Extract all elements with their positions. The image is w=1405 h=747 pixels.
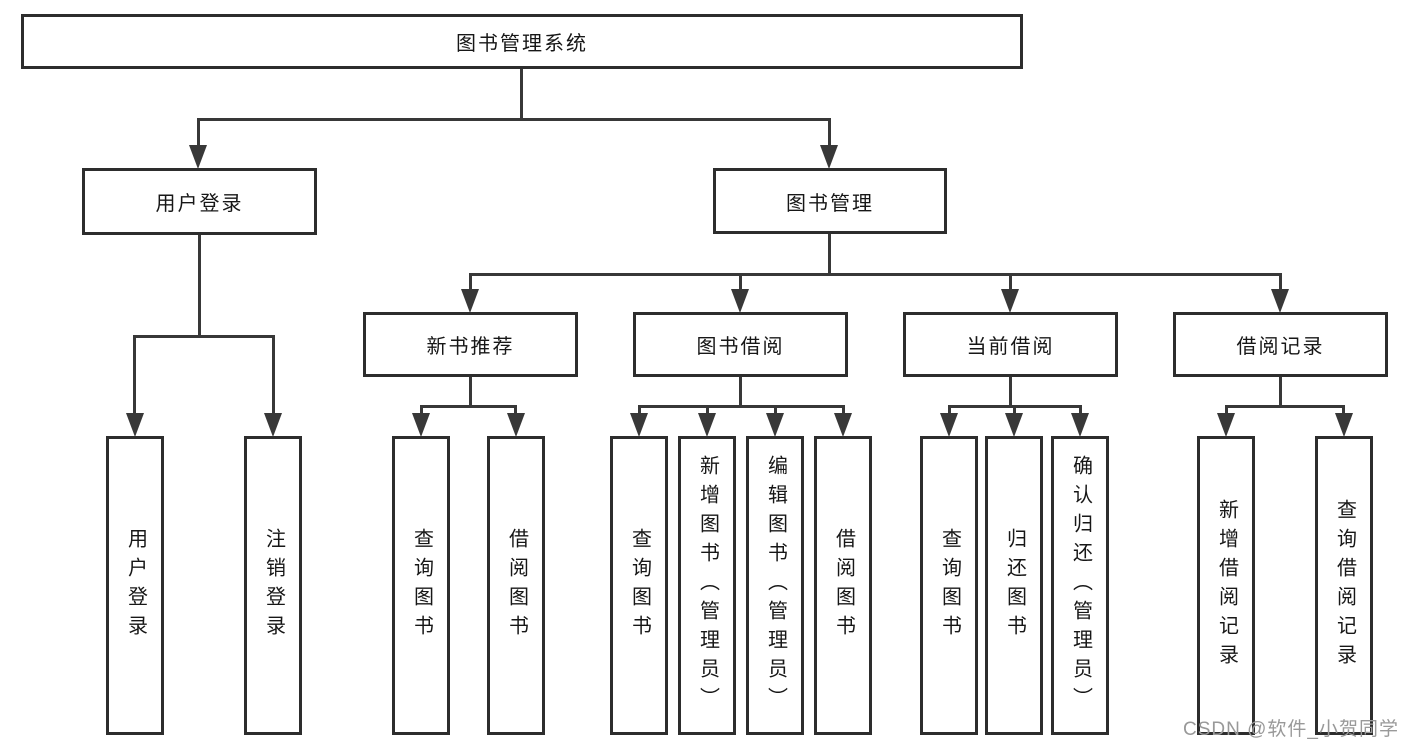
connector-branch [948, 405, 951, 415]
leaf-borrow-query-books: 查询图书 [610, 436, 668, 735]
node-root-system: 图书管理系统 [21, 14, 1023, 69]
connector-branch [1342, 405, 1345, 415]
arrow-down-icon [698, 413, 716, 437]
connector-userlogin-span [133, 335, 275, 338]
arrow-down-icon [630, 413, 648, 437]
arrow-down-icon [1005, 413, 1023, 437]
csdn-watermark: CSDN @软件_小贺同学 [1183, 719, 1399, 740]
connector-root-stem [520, 69, 523, 118]
arrow-down-icon [1271, 289, 1289, 313]
leaf-newbook-query-books: 查询图书 [392, 436, 450, 735]
connector-bookmgmt-stem [828, 234, 831, 273]
connector-newbooks-span [420, 405, 517, 408]
connector-to-book-mgmt [828, 118, 831, 148]
leaf-return-books: 归还图书 [985, 436, 1043, 735]
connector-branch [842, 405, 845, 415]
leaf-borrow-books: 借阅图书 [814, 436, 872, 735]
arrow-down-icon [189, 145, 207, 169]
arrow-down-icon [820, 145, 838, 169]
connector-branch [1279, 273, 1282, 290]
connector-branch [469, 273, 472, 290]
connector-branch [1009, 273, 1012, 290]
leaf-edit-books-admin: 编辑图书（管理员） [746, 436, 804, 735]
connector-branch [272, 335, 275, 414]
connector-newbooks-stem [469, 377, 472, 406]
leaf-add-borrow-record: 新增借阅记录 [1197, 436, 1255, 735]
connector-currentborrow-stem [1009, 377, 1012, 406]
node-user-login: 用户登录 [82, 168, 317, 235]
connector-branch [514, 405, 517, 415]
connector-branch [1079, 405, 1082, 415]
connector-bookborrow-stem [739, 377, 742, 406]
leaf-user-login: 用户登录 [106, 436, 164, 735]
node-current-borrowing: 当前借阅 [903, 312, 1118, 377]
arrow-down-icon [1001, 289, 1019, 313]
arrow-down-icon [461, 289, 479, 313]
arrow-down-icon [834, 413, 852, 437]
connector-bookmgmt-span [469, 273, 1282, 276]
connector-to-user-login [197, 118, 200, 148]
leaf-query-borrow-record: 查询借阅记录 [1315, 436, 1373, 735]
connector-branch [1225, 405, 1228, 415]
connector-branch [739, 273, 742, 290]
arrow-down-icon [766, 413, 784, 437]
node-book-borrowing: 图书借阅 [633, 312, 848, 377]
arrow-down-icon [731, 289, 749, 313]
arrow-down-icon [1071, 413, 1089, 437]
connector-root-span [197, 118, 831, 121]
arrow-down-icon [1217, 413, 1235, 437]
leaf-logout: 注销登录 [244, 436, 302, 735]
connector-borrowrecords-stem [1279, 377, 1282, 406]
connector-branch [706, 405, 709, 415]
arrow-down-icon [126, 413, 144, 437]
arrow-down-icon [507, 413, 525, 437]
arrow-down-icon [412, 413, 430, 437]
connector-branch [638, 405, 641, 415]
leaf-confirm-return-admin: 确认归还（管理员） [1051, 436, 1109, 735]
connector-branch [774, 405, 777, 415]
connector-bookborrow-span [638, 405, 844, 408]
arrow-down-icon [1335, 413, 1353, 437]
leaf-current-query-books: 查询图书 [920, 436, 978, 735]
connector-branch [133, 335, 136, 414]
arrow-down-icon [940, 413, 958, 437]
connector-userlogin-stem [198, 235, 201, 335]
connector-branch [1013, 405, 1016, 415]
node-borrow-records: 借阅记录 [1173, 312, 1388, 377]
connector-branch [420, 405, 423, 415]
arrow-down-icon [264, 413, 282, 437]
node-book-management: 图书管理 [713, 168, 947, 234]
connector-borrowrecords-span [1225, 405, 1345, 408]
leaf-newbook-borrow-books: 借阅图书 [487, 436, 545, 735]
node-new-book-recommend: 新书推荐 [363, 312, 578, 377]
leaf-add-books-admin: 新增图书（管理员） [678, 436, 736, 735]
